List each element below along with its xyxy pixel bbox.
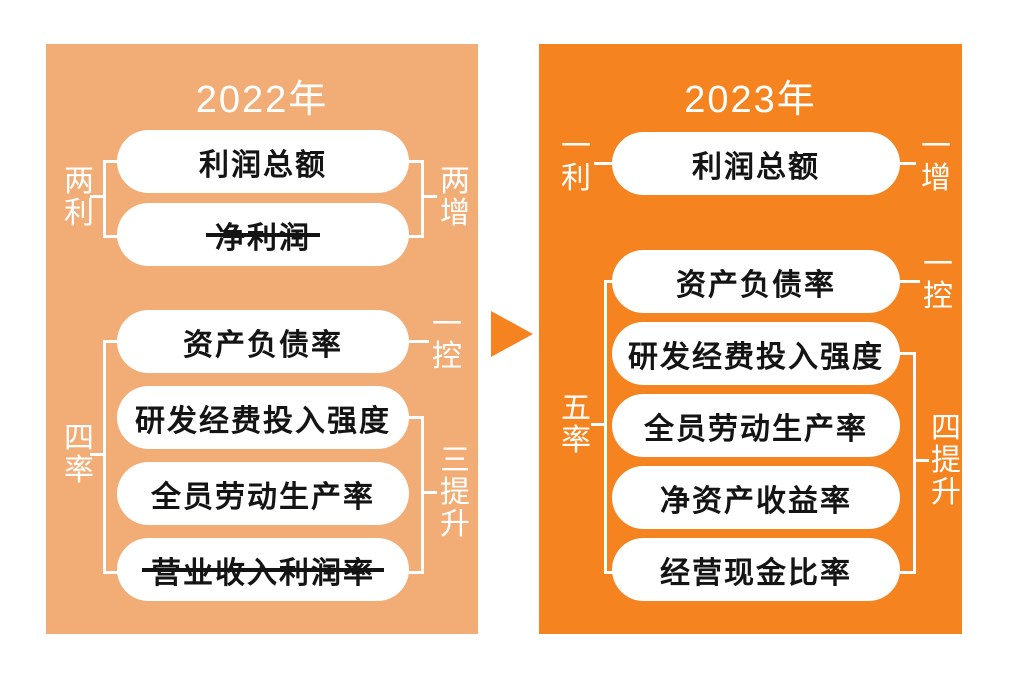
bracket-wulv <box>604 280 615 574</box>
box-label: 利润总额 <box>692 150 820 184</box>
box-debt-ratio: 资产负债率 <box>612 250 900 313</box>
panel-title: 2022年 <box>195 79 329 121</box>
panel-2022: 2022年 利润总额 净利润 资产负债率 研发经费投入强度 全员劳动生产率 营业… <box>46 44 478 634</box>
tick-yikong <box>900 280 920 283</box>
label-liangzeng: 两增 <box>440 165 470 230</box>
tick-sitisheng <box>916 459 929 462</box>
box-cash-ratio: 经营现金比率 <box>612 538 900 601</box>
label-yizeng: 一增 <box>921 130 951 195</box>
label-santisheng: 三提升 <box>440 444 470 541</box>
box-label: 资产负债率 <box>183 328 343 362</box>
bracket-liangli <box>103 160 118 238</box>
box-label: 利润总额 <box>199 148 327 182</box>
box-label: 全员劳动生产率 <box>644 412 868 446</box>
panel-title: 2023年 <box>684 79 817 121</box>
box-net-profit: 净利润 <box>117 203 409 266</box>
tick-wulv <box>591 423 604 426</box>
right-arrow-icon <box>491 311 533 357</box>
bracket-silv <box>103 340 118 574</box>
box-label: 资产负债率 <box>676 268 836 302</box>
box-rd-intensity: 研发经费投入强度 <box>117 386 409 449</box>
label-yikong: 一控 <box>432 308 462 373</box>
tick-yizeng <box>900 162 916 165</box>
label-yikong: 一控 <box>923 248 953 313</box>
box-label-struck: 净利润 <box>206 212 320 257</box>
label-liangli: 两利 <box>64 165 94 230</box>
bracket-liangzeng <box>409 160 424 238</box>
tick-silv <box>90 453 103 456</box>
label-yili: 一利 <box>561 130 591 195</box>
panel-2023: 2023年 利润总额 资产负债率 研发经费投入强度 全员劳动生产率 净资产收益率… <box>539 44 962 634</box>
box-debt-ratio: 资产负债率 <box>117 310 409 373</box>
box-label: 全员劳动生产率 <box>151 480 375 514</box>
bracket-sitisheng <box>900 352 916 574</box>
box-labor-productivity: 全员劳动生产率 <box>117 462 409 525</box>
tick-liangli <box>90 195 103 198</box>
box-label: 净资产收益率 <box>660 484 852 518</box>
label-silv: 四率 <box>64 422 94 487</box>
box-total-profit: 利润总额 <box>612 132 900 195</box>
box-rd-intensity: 研发经费投入强度 <box>612 322 900 385</box>
bracket-santisheng <box>409 416 424 574</box>
box-label: 研发经费投入强度 <box>135 404 391 438</box>
label-sitisheng: 四提升 <box>931 412 961 509</box>
box-label: 研发经费投入强度 <box>628 340 884 374</box>
box-label-struck: 营业收入利润率 <box>142 547 384 592</box>
tick-yikong <box>409 340 429 343</box>
box-total-profit: 利润总额 <box>117 130 409 193</box>
tick-liangzeng <box>424 195 437 198</box>
tick-santisheng <box>424 491 437 494</box>
box-label: 经营现金比率 <box>660 556 852 590</box>
label-wulv: 五率 <box>561 392 591 457</box>
box-roe: 净资产收益率 <box>612 466 900 529</box>
tick-yili <box>594 162 612 165</box>
box-labor-productivity: 全员劳动生产率 <box>612 394 900 457</box>
box-operating-margin: 营业收入利润率 <box>117 538 409 601</box>
